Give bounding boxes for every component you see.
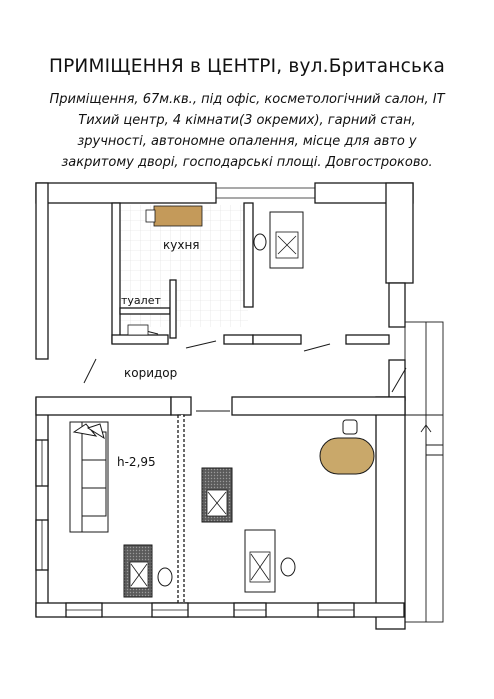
label-corridor: коридор (124, 366, 177, 380)
window-panes (41, 187, 354, 611)
office-bottom-wall-right (345, 334, 390, 345)
side-door (391, 367, 407, 393)
divider-wall-right (231, 396, 406, 416)
divider-wall-left (35, 396, 172, 416)
kitchen-worktop (153, 205, 203, 227)
kitchen-office-partition (243, 202, 254, 308)
label-kitchen: кухня (163, 238, 200, 252)
meeting-table (319, 419, 375, 475)
office-desk-upper (253, 211, 304, 269)
description-line-3: зручності, автономне опалення, місце для… (77, 134, 417, 149)
left-wall-upper (35, 182, 49, 360)
toilet-fixture (127, 324, 149, 336)
toilet-top-wall (119, 307, 171, 315)
desk-center (201, 467, 233, 523)
kitchen-door (185, 340, 217, 349)
divider-column (170, 396, 192, 416)
toilet-right-wall (169, 279, 177, 339)
kitchen-left-wall (111, 202, 121, 344)
description-line-1: Приміщення, 67м.кв., під офіс, косметоло… (49, 92, 445, 107)
bottom-wall (35, 602, 405, 618)
label-ceiling-height: h-2,95 (117, 455, 156, 469)
description-line-4: закритому дворі, господарські площі. Дов… (61, 155, 433, 170)
right-wall-mid (388, 282, 406, 328)
kitchen-bottom-wall-left (111, 334, 169, 345)
right-wall-lower (375, 396, 406, 630)
right-wall-upper (385, 182, 414, 284)
walls (35, 182, 414, 630)
desk-lower-left (123, 544, 173, 598)
left-wall-lower (35, 397, 49, 617)
office-door (303, 343, 331, 352)
office-bottom-wall-left (252, 334, 302, 345)
entry-door (83, 358, 97, 384)
top-wall-left (35, 182, 217, 204)
glass-partition (177, 414, 185, 604)
exterior-stairs (404, 321, 444, 623)
label-toilet: туалет (121, 294, 161, 307)
description-line-2: Тихий центр, 4 кімнати(3 окремих), гарни… (78, 113, 416, 128)
kitchen-sink (145, 209, 156, 223)
sofa (69, 421, 109, 533)
kitchen-bottom-wall-right (223, 334, 254, 345)
listing-title: ПРИМІЩЕННЯ в ЦЕНТРІ, вул.Британська (48, 56, 446, 77)
desk-lower-right (244, 529, 296, 593)
right-wall-low (388, 359, 406, 401)
